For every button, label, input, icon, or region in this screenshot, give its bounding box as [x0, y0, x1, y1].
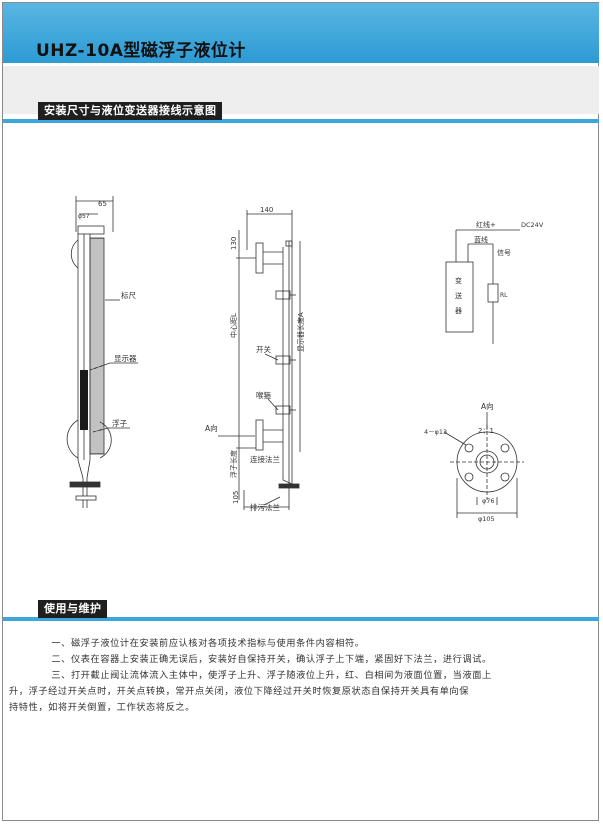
flange-title: A向	[481, 401, 494, 411]
page-title: UHZ-10A型磁浮子液位计	[36, 41, 246, 61]
label-float-length: 浮子长度	[229, 450, 238, 478]
label-display: 显示器	[114, 354, 137, 363]
usage-paragraph-2: 二、仪表在容器上安装正确无误后，安装好自保持开关，确认浮子上下端，紧固好下法兰，…	[51, 654, 492, 665]
usage-paragraph-3: 三、打开截止阀让流体流入主体中，使浮子上升、浮子随液位上升，红、白相间为液面位置…	[51, 670, 492, 681]
label-scale: 标尺	[121, 290, 136, 300]
side-dim-bottom: 105	[232, 491, 240, 504]
usage-paragraph-1: 一、磁浮子液位计在安装前应认核对各项技术指标与使用条件内容相符。	[51, 638, 365, 649]
label-drain-flange: 排污法兰	[250, 502, 280, 512]
flange-holes: 4－φ13	[424, 428, 447, 436]
label-connection-flange: 连接法兰	[250, 454, 280, 464]
section-title-usage: 使用与维护	[38, 600, 107, 618]
label-display-length: 显示器长度A	[296, 312, 305, 352]
gauge-side-view	[218, 210, 301, 510]
label-switch: 开关	[256, 344, 271, 354]
label-direction-a: A向	[205, 423, 218, 433]
transmitter-char-2: 送	[455, 291, 462, 300]
wiring-signal: 信号	[497, 248, 511, 257]
wiring-resistor: RL	[500, 292, 508, 299]
title-banner	[3, 3, 599, 63]
transmitter-char-1: 变	[455, 276, 462, 285]
label-float: 浮子	[112, 418, 127, 428]
flange-outer-dia: φ105	[478, 515, 495, 523]
section-title-installation: 安装尺寸与液位变送器接线示意图	[38, 102, 222, 120]
wiring-red-wire: 红线+	[476, 220, 496, 229]
transmitter-char-3: 器	[455, 307, 462, 315]
usage-paragraph-3-cont-1: 升，浮子经过开关点时，开关点转换，常开点关闭，液位下降经过开关时恢复原状态自保持…	[9, 686, 470, 697]
usage-paragraph-3-cont-2: 持特性，如将开关倒置，工作状态将反之。	[9, 702, 195, 713]
gauge-front-view	[66, 196, 138, 508]
section-divider-usage	[3, 617, 599, 621]
wiring-blue-wire: 蓝线	[474, 235, 488, 244]
usage-text: 一、磁浮子液位计在安装前应认核对各项技术指标与使用条件内容相符。 二、仪表在容器…	[9, 636, 581, 716]
flange-inner-dia: φ76	[482, 497, 495, 505]
gauge-dim-small: φ57	[78, 213, 90, 220]
gauge-dim-width: 65	[98, 200, 107, 208]
side-dim-top-width: 140	[260, 206, 273, 214]
side-dim-top: 130	[230, 237, 238, 250]
label-center-distance: 中心距L	[229, 313, 238, 338]
wiring-diagram	[445, 229, 520, 344]
label-clamp: 喉箍	[256, 390, 271, 400]
flange-ratio: 2：1	[478, 427, 494, 435]
section-divider-installation	[3, 119, 599, 123]
flange-a-view	[443, 412, 524, 518]
wiring-voltage: DC24V	[521, 221, 544, 229]
